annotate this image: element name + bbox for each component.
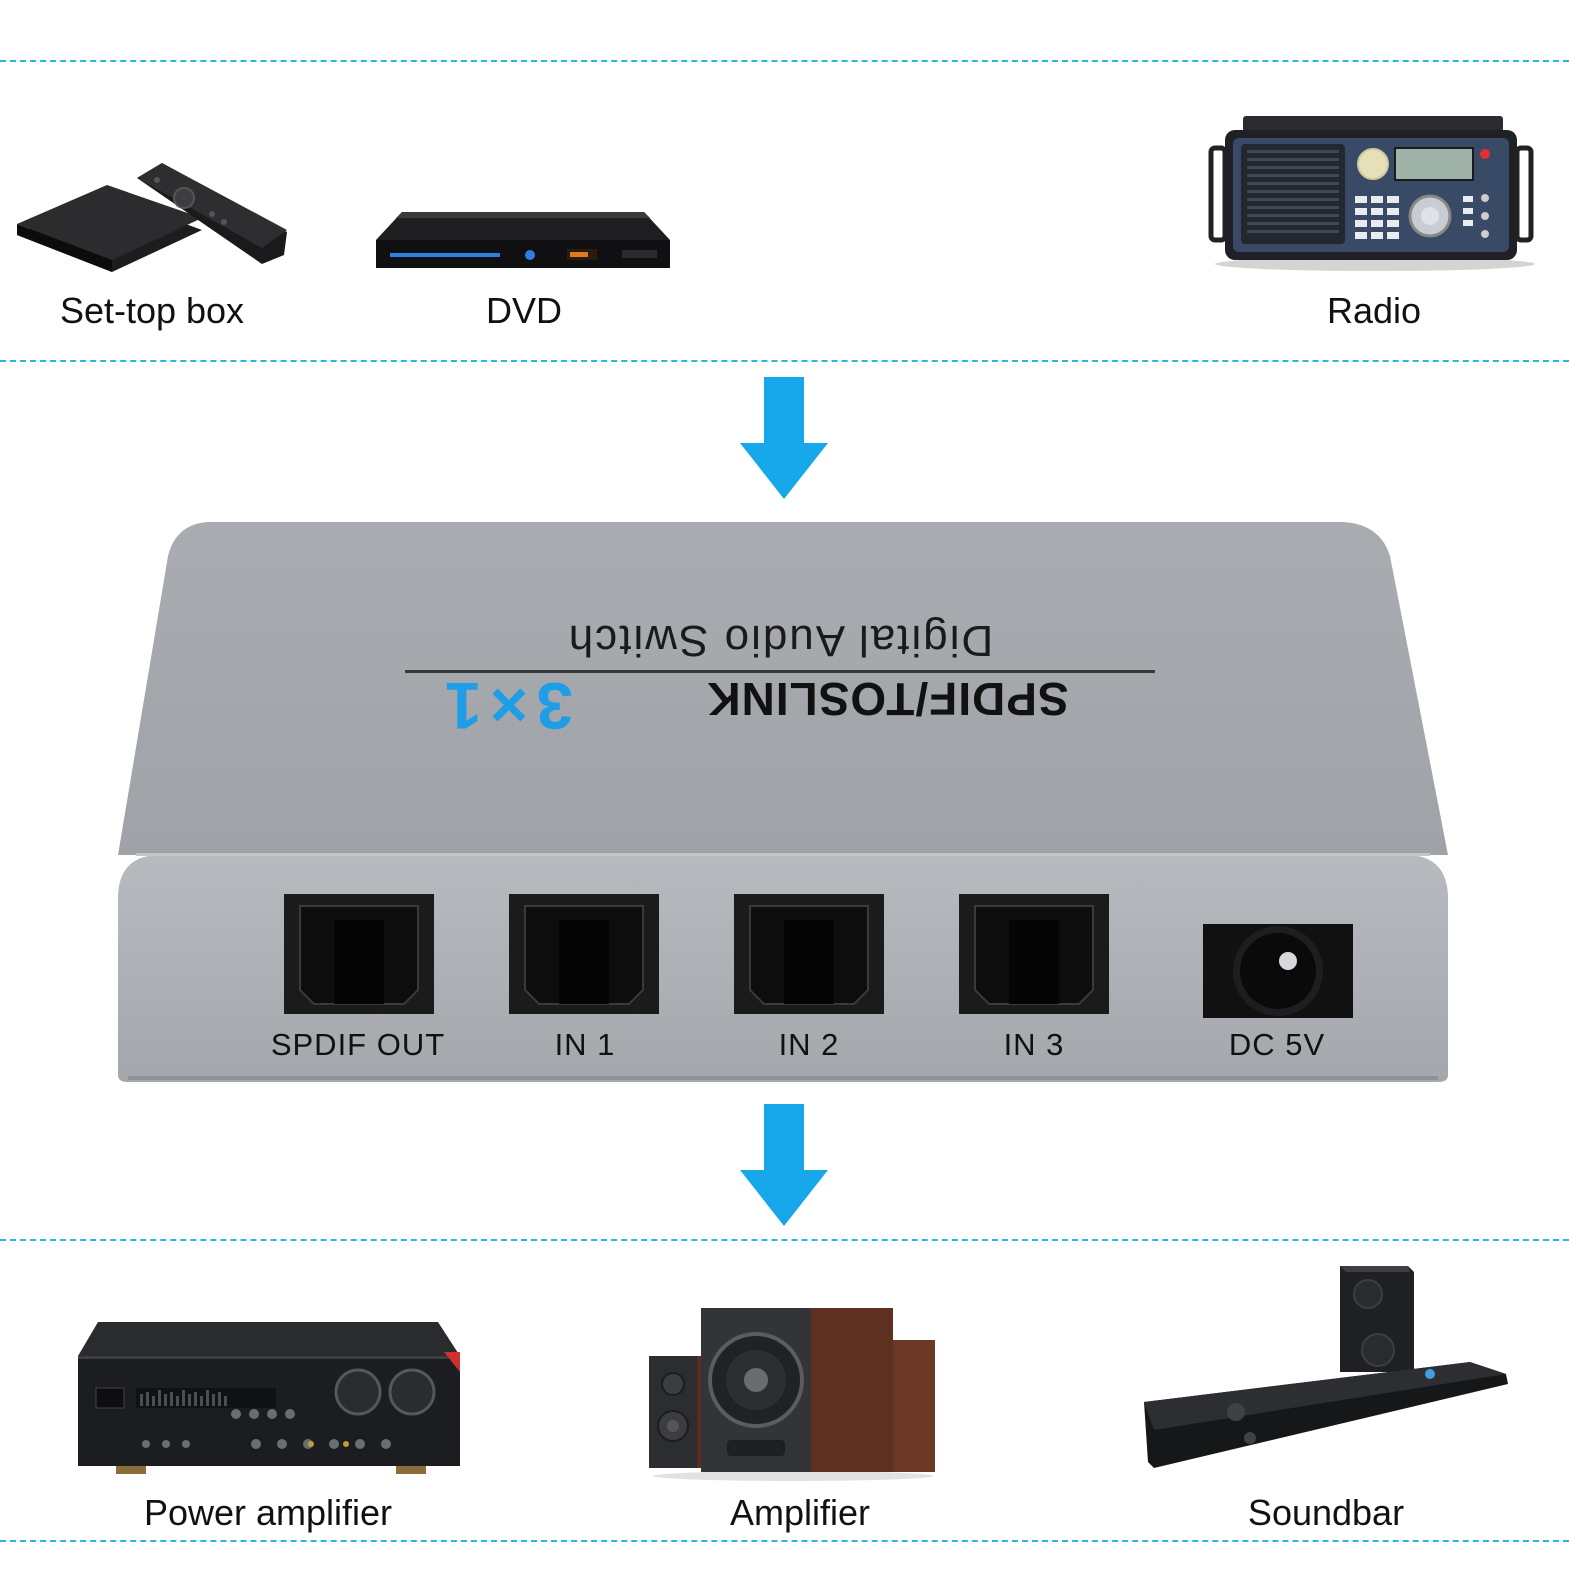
radio-icon	[1208, 116, 1535, 271]
port-spdif-out	[284, 894, 434, 1014]
dvd-player-icon	[376, 212, 670, 268]
output-devices-panel	[0, 1239, 1569, 1542]
switch-config-text: 3×1	[437, 669, 573, 743]
source-label-set-top-box: Set-top box	[59, 290, 245, 331]
source-label-dvd: DVD	[485, 290, 563, 331]
branding-divider-line	[405, 670, 1155, 673]
port-in-3	[959, 894, 1109, 1014]
output-label-soundbar: Soundbar	[1247, 1492, 1405, 1533]
port-label-in-3: IN 3	[1003, 1027, 1065, 1062]
port-label-dc-5v: DC 5V	[1228, 1027, 1326, 1062]
output-label-power-amplifier: Power amplifier	[143, 1492, 393, 1533]
source-label-radio: Radio	[1326, 290, 1422, 331]
down-arrow-icon	[740, 377, 828, 499]
set-top-box-icon	[17, 163, 287, 272]
port-label-spdif-out: SPDIF OUT	[270, 1027, 446, 1062]
port-in-2	[734, 894, 884, 1014]
digital-audio-switch-device	[118, 522, 1448, 1082]
power-amplifier-icon	[78, 1322, 460, 1474]
port-label-in-2: IN 2	[778, 1027, 840, 1062]
output-label-amplifier: Amplifier	[729, 1492, 871, 1533]
speakers-icon	[649, 1308, 935, 1481]
switch-title-text: Digital Audio Switch	[566, 616, 994, 665]
down-arrow-icon	[740, 1104, 828, 1226]
port-dc-5v	[1203, 924, 1353, 1018]
switch-product-text: SPDIF/TOSLINK	[706, 673, 1069, 725]
source-devices-panel	[0, 60, 1569, 362]
port-in-1	[509, 894, 659, 1014]
port-label-in-1: IN 1	[554, 1027, 616, 1062]
soundbar-icon	[1144, 1266, 1508, 1468]
